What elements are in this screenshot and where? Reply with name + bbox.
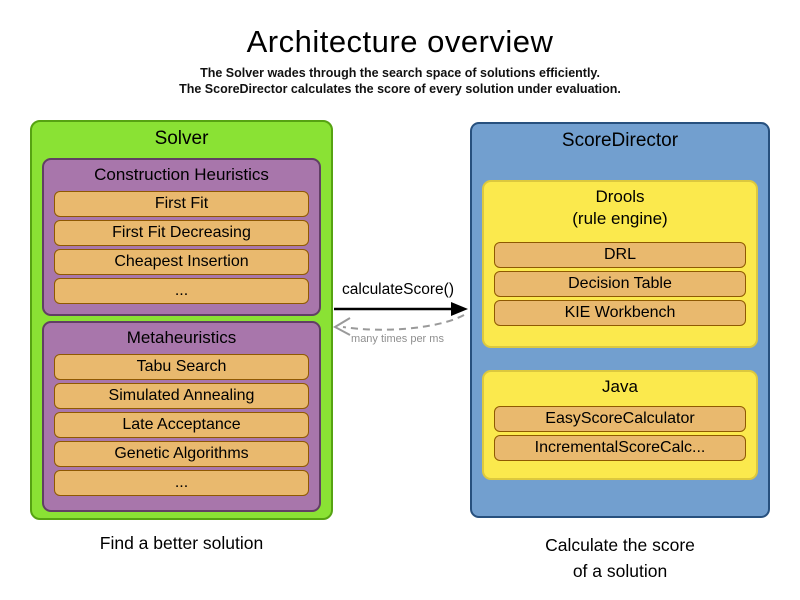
list-item: Decision Table bbox=[494, 271, 746, 297]
metaheuristics-section: Metaheuristics Tabu Search Simulated Ann… bbox=[42, 321, 321, 512]
score-director-caption-line-2: of a solution bbox=[572, 561, 668, 582]
drools-subtitle: (rule engine) bbox=[572, 209, 668, 228]
solver-caption: Find a better solution bbox=[99, 533, 264, 553]
construction-heuristics-section: Construction Heuristics First Fit First … bbox=[42, 158, 321, 316]
return-dashed-arrow bbox=[332, 314, 465, 336]
construction-heuristics-title: Construction Heuristics bbox=[94, 165, 269, 184]
subtitle-line-1: The Solver wades through the search spac… bbox=[200, 66, 600, 80]
frequency-label: many times per ms bbox=[351, 333, 444, 345]
list-item: KIE Workbench bbox=[494, 300, 746, 326]
list-item: IncrementalScoreCalc... bbox=[494, 435, 746, 461]
solver-box: Solver Construction Heuristics First Fit… bbox=[30, 120, 333, 520]
drools-section: Drools (rule engine) DRL Decision Table … bbox=[482, 180, 758, 348]
list-item: First Fit Decreasing bbox=[54, 220, 309, 246]
list-item: First Fit bbox=[54, 191, 309, 217]
java-title: Java bbox=[602, 377, 638, 396]
score-director-caption: Calculate the score of a solution bbox=[470, 532, 770, 585]
list-item: Tabu Search bbox=[54, 354, 309, 380]
score-director-box: ScoreDirector Drools (rule engine) DRL D… bbox=[470, 122, 770, 518]
list-item: Simulated Annealing bbox=[54, 383, 309, 409]
list-item: Cheapest Insertion bbox=[54, 249, 309, 275]
solver-title: Solver bbox=[154, 128, 209, 149]
list-item: DRL bbox=[494, 242, 746, 268]
drools-title: Drools bbox=[595, 187, 645, 206]
calculate-score-label: calculateScore() bbox=[342, 281, 454, 298]
metaheuristics-title: Metaheuristics bbox=[126, 328, 237, 347]
subtitle-line-2: The ScoreDirector calculates the score o… bbox=[179, 82, 621, 96]
list-item: Genetic Algorithms bbox=[54, 441, 309, 467]
list-item: ... bbox=[54, 470, 309, 496]
score-director-caption-line-1: Calculate the score bbox=[545, 535, 695, 555]
score-director-title: ScoreDirector bbox=[561, 130, 679, 151]
list-item: EasyScoreCalculator bbox=[494, 406, 746, 432]
page-title: Architecture overview bbox=[246, 24, 554, 59]
list-item: Late Acceptance bbox=[54, 412, 309, 438]
calculate-score-arrow bbox=[334, 302, 468, 316]
list-item: ... bbox=[54, 278, 309, 304]
java-section: Java EasyScoreCalculator IncrementalScor… bbox=[482, 370, 758, 480]
